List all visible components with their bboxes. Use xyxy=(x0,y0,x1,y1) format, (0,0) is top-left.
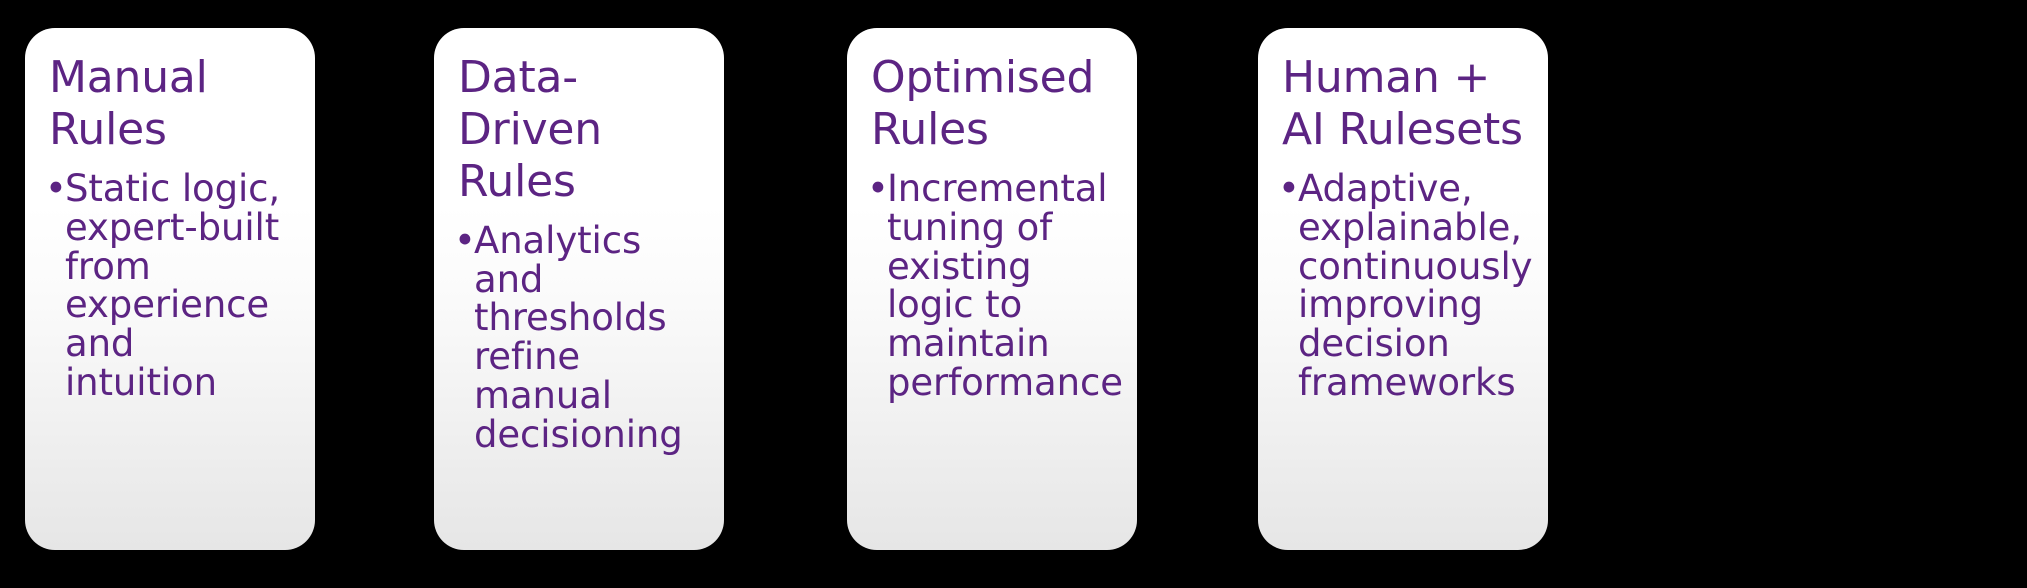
stage-bullet-text: Static logic, expert-built from experien… xyxy=(65,166,281,405)
bullet-dot-icon: • xyxy=(1278,166,1300,210)
stage-bullet-list-4: • Adaptive, explainable, continuously im… xyxy=(1276,166,1533,405)
process-stage-card-1[interactable]: Manual Rules • Static logic, expert-buil… xyxy=(25,28,315,550)
stage-title-4: Human + AI Rulesets xyxy=(1282,52,1523,155)
stage-bullet-list-1: • Static logic, expert-built from experi… xyxy=(43,166,297,405)
stage-bullet-1-1: • Static logic, expert-built from experi… xyxy=(43,166,297,405)
bullet-dot-icon: • xyxy=(45,166,67,210)
stage-bullet-4-1: • Adaptive, explainable, continuously im… xyxy=(1276,166,1533,405)
bullet-dot-icon: • xyxy=(867,166,889,210)
stage-bullet-text: Analytics and thresholds refine manual d… xyxy=(474,218,683,456)
process-stage-card-3[interactable]: Optimised Rules • Incremental tuning of … xyxy=(847,28,1137,550)
stage-bullet-3-1: • Incremental tuning of existing logic t… xyxy=(865,166,1123,403)
stage-bullet-list-2: • Analytics and thresholds refine manual… xyxy=(452,218,706,456)
stage-bullet-text: Adaptive, explainable, continuously impr… xyxy=(1298,166,1533,405)
stage-title-1: Manual Rules xyxy=(49,52,208,155)
stage-title-3: Optimised Rules xyxy=(871,52,1095,155)
stage-bullet-text: Incremental tuning of existing logic to … xyxy=(887,166,1123,405)
stage-title-2: Data-Driven Rules xyxy=(458,52,602,207)
bullet-dot-icon: • xyxy=(454,218,476,262)
process-stage-card-2[interactable]: Data-Driven Rules • Analytics and thresh… xyxy=(434,28,724,550)
stage-bullet-2-1: • Analytics and thresholds refine manual… xyxy=(452,218,706,456)
process-stage-card-4[interactable]: Human + AI Rulesets • Adaptive, explaina… xyxy=(1258,28,1548,550)
stage-bullet-list-3: • Incremental tuning of existing logic t… xyxy=(865,166,1123,403)
